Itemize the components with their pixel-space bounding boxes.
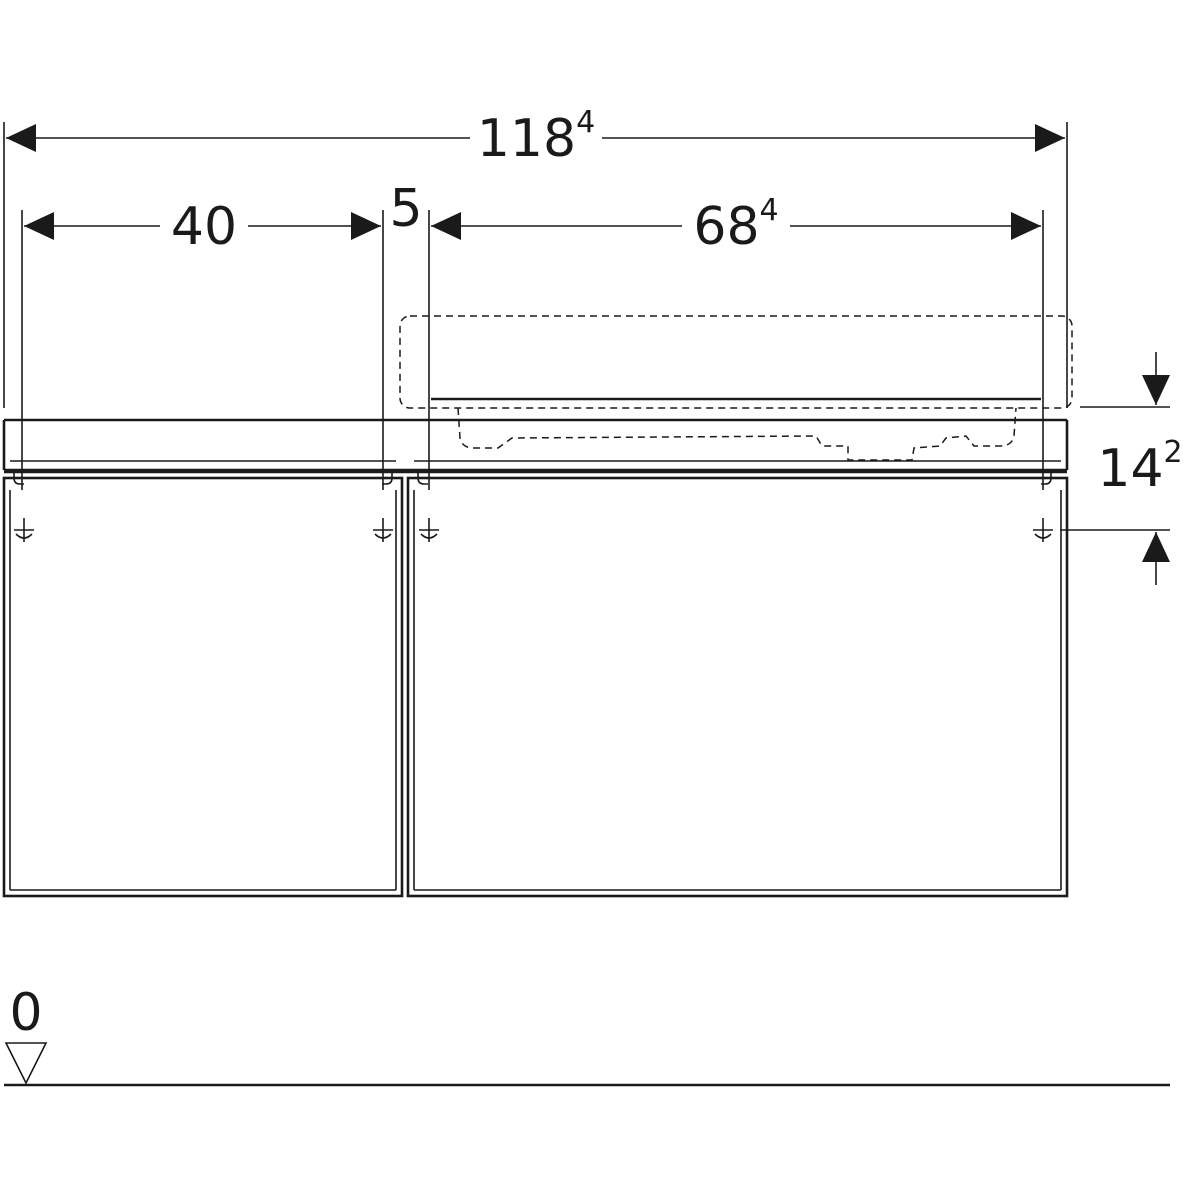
mounting-hooks bbox=[13, 472, 1052, 485]
arrow-left-icon bbox=[24, 212, 54, 240]
fixing-point-icon bbox=[14, 518, 34, 542]
left-cabinet-outer bbox=[2, 476, 404, 898]
washbasin-top-outline bbox=[399, 315, 1073, 409]
fixing-point-icon bbox=[419, 518, 439, 542]
floor-level: 0 bbox=[4, 983, 1170, 1087]
level-triangle-icon bbox=[4, 1042, 48, 1085]
arrow-right-icon bbox=[1011, 212, 1041, 240]
countertop bbox=[2, 418, 1069, 474]
arrow-left-icon bbox=[431, 212, 461, 240]
right-cabinet-outer bbox=[406, 476, 1069, 898]
arrow-right-icon bbox=[351, 212, 381, 240]
arrow-up-icon bbox=[1142, 532, 1170, 562]
hook-icon bbox=[1041, 472, 1052, 485]
arrow-down-icon bbox=[1142, 375, 1170, 405]
dim-gap: 5 bbox=[389, 179, 430, 490]
fixing-point-icon bbox=[373, 518, 393, 542]
floor-level-label: 0 bbox=[9, 983, 42, 1043]
fixing-point-icon bbox=[1033, 518, 1053, 542]
fixing-points bbox=[14, 518, 1053, 542]
dim-total-width: 1184 bbox=[3, 105, 1068, 408]
dim-right-cabinet-width: 684 bbox=[431, 193, 1044, 490]
dim-left-cabinet-width-label: 40 bbox=[171, 197, 237, 257]
hook-icon bbox=[382, 472, 393, 485]
washbasin-outline bbox=[399, 315, 1073, 461]
hook-icon bbox=[13, 472, 24, 485]
washbasin-bowl-outline bbox=[457, 407, 1017, 461]
dim-gap-label: 5 bbox=[389, 179, 422, 239]
arrow-left-icon bbox=[6, 124, 36, 152]
dim-left-cabinet-width: 40 bbox=[21, 197, 384, 490]
hook-icon bbox=[417, 472, 428, 485]
dim-height-offset-label: 142 bbox=[1097, 435, 1182, 499]
right-cabinet bbox=[406, 460, 1069, 898]
arrow-right-icon bbox=[1035, 124, 1065, 152]
dim-total-width-label: 1184 bbox=[477, 105, 595, 169]
left-cabinet bbox=[2, 460, 404, 898]
dim-right-cabinet-width-label: 684 bbox=[693, 193, 778, 257]
dim-height-offset: 142 bbox=[1060, 352, 1183, 585]
